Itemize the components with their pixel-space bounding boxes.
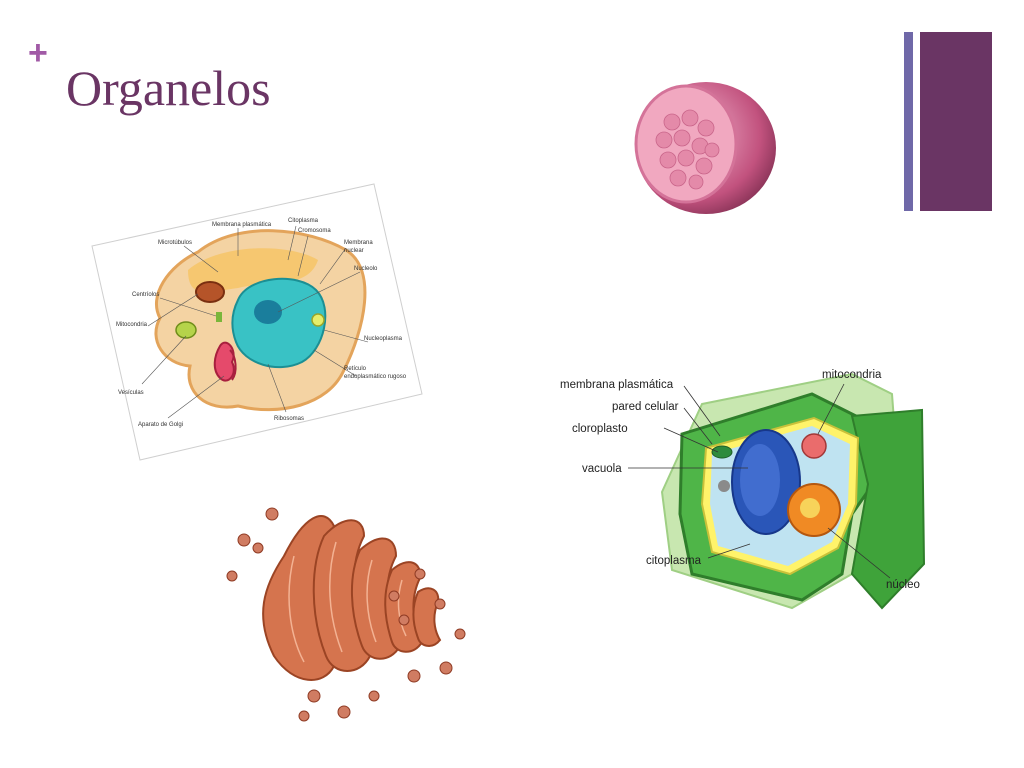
label-pared-celular: pared celular	[612, 401, 679, 413]
label-centriolos: Centríolos	[132, 292, 159, 298]
plant-cell-diagram: membrana plasmática pared celular clorop…	[552, 364, 942, 612]
label-membrana-nuclear-1: Membrana	[344, 240, 373, 246]
nucleolus	[800, 498, 820, 518]
plus-icon: +	[28, 34, 48, 72]
label-reticulo-1: Retículo	[344, 366, 367, 372]
label-vesiculas: Vesículas	[118, 390, 144, 396]
label-reticulo-2: endoplasmático rugoso	[344, 374, 407, 380]
accent-bar-thin	[904, 32, 913, 211]
mitochondrion	[195, 281, 225, 303]
label-ribosomas: Ribosomas	[274, 416, 304, 422]
slide-title: Organelos	[66, 60, 271, 116]
label-nucleo: núcleo	[886, 579, 920, 591]
vesicle	[311, 313, 325, 327]
label-mitocondria: mitocondria	[822, 369, 882, 381]
label-mitocondria: Mitocondria	[116, 322, 148, 328]
nucleus	[231, 277, 327, 369]
mitochondrion	[801, 433, 827, 459]
label-nucleolo: Nucleolo	[354, 266, 378, 272]
label-cromosoma: Cromosoma	[298, 228, 331, 234]
label-nucleoplasma: Nucleoplasma	[364, 336, 403, 342]
golgi-apparatus-image	[214, 496, 476, 728]
accent-bar-thick	[920, 32, 992, 211]
label-citoplasma: Citoplasma	[288, 218, 319, 224]
label-cloroplasto: cloroplasto	[572, 423, 628, 435]
granule	[718, 480, 730, 492]
nucleolus	[254, 300, 282, 324]
label-vacuola: vacuola	[582, 463, 622, 475]
label-citoplasma: citoplasma	[646, 555, 702, 567]
label-golgi: Aparato de Golgi	[138, 422, 183, 428]
label-membrana-plasmatica: membrana plasmática	[560, 379, 674, 391]
label-membrana-nuclear-2: nuclear	[344, 248, 364, 254]
centriole	[216, 312, 222, 322]
animal-cell-diagram: Microtúbulos Membrana plasmática Citopla…	[88, 180, 426, 462]
organelle-sphere-image	[614, 74, 790, 224]
chloroplast	[711, 445, 733, 459]
vesicle	[175, 321, 197, 339]
golgi-apparatus	[213, 341, 235, 382]
label-membrana-plasmatica: Membrana plasmática	[212, 222, 272, 228]
label-microtubulos: Microtúbulos	[158, 240, 192, 246]
